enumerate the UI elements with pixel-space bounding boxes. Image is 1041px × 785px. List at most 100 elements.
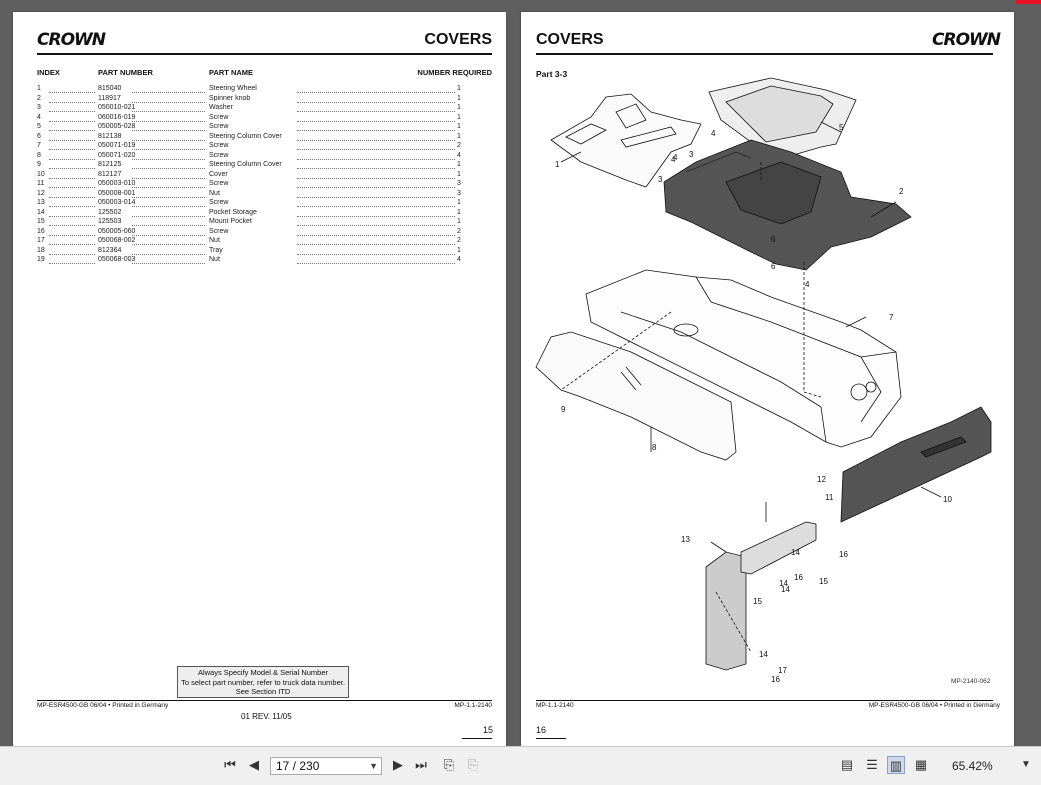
footer-right: MP-1.1-2140 [454, 702, 492, 709]
part-number-cell: 060016-019 [98, 113, 136, 121]
callout-3: 3 [689, 150, 694, 159]
index-cell: 7 [37, 142, 41, 149]
forward-view-icon[interactable]: ⎘ [467, 757, 479, 772]
dot-leader [297, 130, 455, 131]
zoom-level[interactable]: 65.42% [952, 759, 993, 773]
dot-leader [49, 158, 95, 160]
dot-leader [297, 234, 455, 236]
two-page-icon[interactable]: ▥ [887, 756, 905, 774]
next-page-icon[interactable]: ▶ [393, 757, 403, 772]
qty-cell: 3 [457, 189, 461, 197]
dot-leader [297, 196, 455, 198]
dot-leader [132, 225, 205, 226]
qty-cell: 1 [457, 123, 461, 130]
footer-right: MP-ESR4500-GB 06/04 • Printed in Germany [868, 702, 1000, 709]
header-rule [37, 53, 492, 55]
zoom-dropdown-icon[interactable]: ▼ [1021, 759, 1031, 770]
first-page-icon[interactable]: ⏮ [224, 757, 236, 772]
callout-14: 14 [781, 585, 790, 594]
qty-cell: 2 [457, 237, 461, 244]
header-number-required: NUMBER REQUIRED [417, 68, 492, 77]
callout-6: 6 [771, 235, 776, 244]
index-cell: 19 [37, 256, 45, 263]
dot-leader [297, 177, 455, 179]
pocket-bracket-part [705, 551, 747, 671]
index-cell: 3 [37, 104, 41, 111]
part-number-cell: 050003-014 [98, 199, 136, 206]
dot-leader [297, 120, 455, 122]
page-dropdown-icon[interactable]: ▼ [369, 761, 378, 771]
part-name-cell: Washer [209, 104, 233, 111]
callout-14: 14 [759, 650, 768, 659]
dot-leader [49, 149, 95, 150]
index-cell: 5 [37, 123, 41, 130]
qty-cell: 4 [457, 151, 461, 159]
continuous-icon[interactable]: ☰ [866, 757, 878, 772]
window-close-accent[interactable] [1016, 0, 1041, 4]
page-number: 15 [483, 725, 494, 735]
dot-leader [132, 120, 205, 122]
header-part-name: PART NAME [209, 68, 254, 77]
footer-rule [536, 700, 993, 701]
part-number-cell: 118917 [98, 94, 121, 102]
callout-9: 9 [561, 405, 566, 414]
single-page-icon[interactable]: ▤ [840, 757, 854, 772]
qty-cell: 1 [457, 113, 461, 121]
dot-leader [49, 130, 95, 131]
prev-page-icon[interactable]: ◀ [249, 757, 259, 772]
part-number-cell: 050071-019 [98, 142, 136, 149]
document-viewport[interactable]: CROWN COVERS INDEX PART NUMBER PART NAME… [0, 0, 1041, 746]
part-name-cell: Screw [209, 123, 229, 130]
qty-cell: 2 [457, 142, 461, 149]
revision: 01 REV. 11/05 [241, 712, 292, 721]
dot-leader [132, 130, 205, 131]
dot-leader [49, 187, 95, 188]
part-name-cell: Tray [209, 246, 223, 254]
callout-4: 4 [671, 155, 676, 164]
back-view-icon[interactable]: ⎘ [443, 757, 455, 772]
note-line-2: To select part number, refer to truck da… [181, 677, 345, 687]
part-number-cell: 815040 [98, 85, 122, 92]
part-number-cell: 812127 [98, 170, 122, 178]
callout-4: 4 [805, 280, 810, 289]
part-number-cell: 050068-002 [98, 237, 136, 244]
qty-cell: 1 [457, 85, 461, 92]
part-number-cell: 050003-010 [98, 180, 136, 187]
part-name-cell: Screw [209, 142, 229, 149]
footer-rule [37, 700, 492, 701]
dot-leader [49, 225, 95, 226]
qty-cell: 1 [457, 161, 461, 168]
index-cell: 4 [37, 113, 41, 121]
callout-4: 4 [673, 153, 678, 162]
dot-leader [49, 215, 95, 217]
index-cell: 16 [37, 227, 45, 235]
dot-leader [132, 253, 205, 255]
dot-leader [297, 158, 455, 160]
exploded-parts-diagram: 1233444456678910111213141414141515161616… [535, 77, 992, 684]
index-cell: 18 [37, 246, 45, 254]
page-number-input[interactable]: 17 / 230 ▼ [270, 757, 382, 775]
note-line-1: Always Specify Model & Serial Number [197, 668, 329, 677]
page-number-rule [536, 738, 566, 739]
page-15: CROWN COVERS INDEX PART NUMBER PART NAME… [13, 12, 506, 746]
last-page-icon[interactable]: ⏭ [415, 757, 427, 772]
header-rule [536, 53, 993, 55]
page-gap [514, 12, 517, 746]
callout-12: 12 [817, 475, 826, 484]
part-number-cell: 812138 [98, 132, 122, 140]
part-name-cell: Screw [209, 199, 229, 206]
specify-model-note: Always Specify Model & Serial Number To … [177, 666, 349, 698]
header-part-number: PART NUMBER [98, 68, 153, 77]
callout-8: 8 [652, 443, 657, 452]
index-cell: 9 [37, 161, 41, 168]
two-page-continuous-icon[interactable]: ▦ [914, 757, 928, 772]
qty-cell: 4 [457, 256, 461, 263]
callout-5: 5 [839, 123, 844, 132]
index-cell: 6 [37, 132, 41, 140]
dot-leader [297, 92, 455, 93]
